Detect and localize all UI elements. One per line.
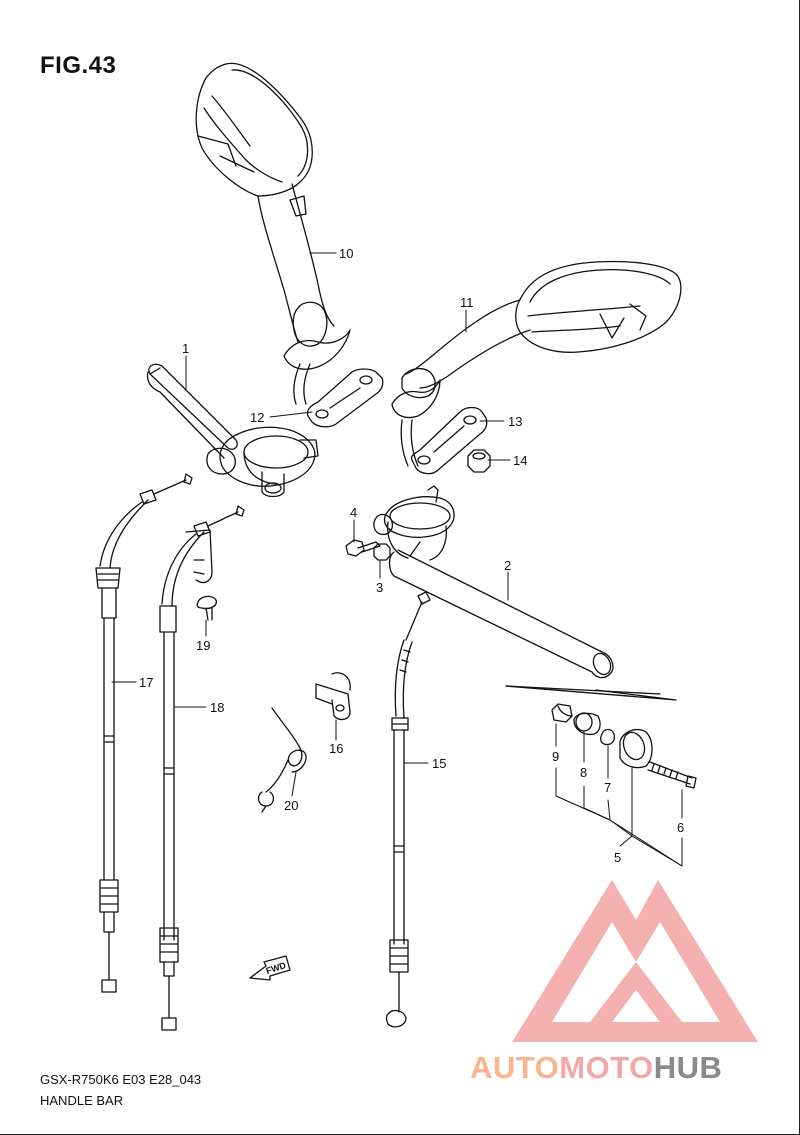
left-handlebar [146, 363, 319, 498]
callout-9: 9 [552, 749, 559, 764]
small-nut [373, 543, 391, 561]
callout-17: 17 [139, 675, 153, 690]
callout-16: 16 [329, 741, 343, 756]
callout-12: 12 [250, 410, 264, 425]
callout-13: 13 [508, 414, 522, 429]
bar-end-assembly [505, 685, 697, 789]
footer-model-code: GSX-R750K6 E03 E28_043 [40, 1072, 202, 1087]
right-handlebar [373, 485, 614, 679]
callout-20: 20 [284, 798, 298, 813]
callout-2: 2 [504, 558, 511, 573]
callout-4: 4 [350, 505, 357, 520]
right-mirror [391, 260, 682, 467]
left-mirror [195, 62, 351, 405]
leader-lines [111, 252, 683, 867]
watermark-brand: AUTOMOTOHUB [470, 1052, 722, 1083]
callout-19: 19 [196, 638, 210, 653]
figure-title: FIG.43 [40, 52, 117, 79]
watermark-hub: HUB [653, 1050, 723, 1085]
callout-1: 1 [182, 341, 189, 356]
callout-3: 3 [376, 580, 383, 595]
callout-11: 11 [460, 295, 474, 310]
callout-5: 5 [614, 850, 621, 865]
watermark-moto: MOTO [559, 1050, 654, 1085]
cable-clip [315, 672, 351, 721]
nut [467, 449, 491, 473]
throttle-cable-1 [95, 473, 193, 993]
watermark-auto: AUTO [470, 1050, 560, 1085]
callout-6: 6 [677, 820, 684, 835]
watermark-logo [512, 880, 758, 1042]
callout-8: 8 [580, 765, 587, 780]
callout-14: 14 [513, 453, 527, 468]
callout-7: 7 [604, 780, 611, 795]
clutch-cable [385, 591, 431, 1028]
footer-section-name: HANDLE BAR [40, 1093, 124, 1108]
throttle-cable-2 [159, 505, 245, 1031]
right-mirror-bracket [410, 406, 488, 475]
fwd-arrow-icon: FWD [249, 955, 291, 981]
spring-clip [257, 707, 307, 813]
callout-10: 10 [339, 246, 353, 261]
callout-18: 18 [210, 700, 224, 715]
cable-screw [196, 595, 217, 621]
callout-15: 15 [432, 756, 446, 771]
left-mirror-bracket [306, 368, 384, 428]
